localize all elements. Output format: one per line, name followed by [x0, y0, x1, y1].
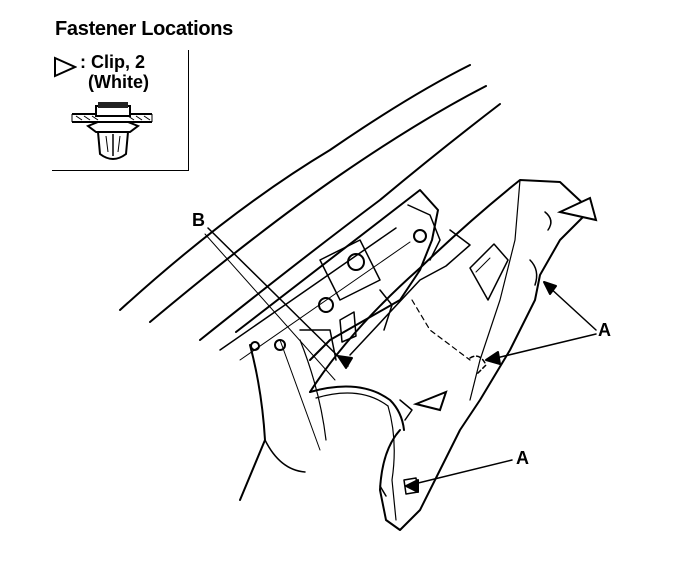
legend-box	[52, 50, 189, 171]
legend-color-note: (White)	[88, 72, 149, 92]
legend-label: : Clip, 2	[80, 52, 146, 72]
callout-a-upper: A	[598, 320, 611, 340]
clip-illustration-icon	[71, 102, 153, 160]
clip-triangle-icon	[54, 56, 77, 78]
legend-text: : Clip, 2 (White)	[80, 52, 149, 92]
callout-a-lower: A	[516, 448, 529, 468]
clip-triangle-lower-icon	[412, 390, 448, 412]
clip-triangle-upper-icon	[556, 196, 598, 222]
callout-b: B	[192, 210, 205, 230]
diagram-title: Fastener Locations	[55, 18, 233, 40]
